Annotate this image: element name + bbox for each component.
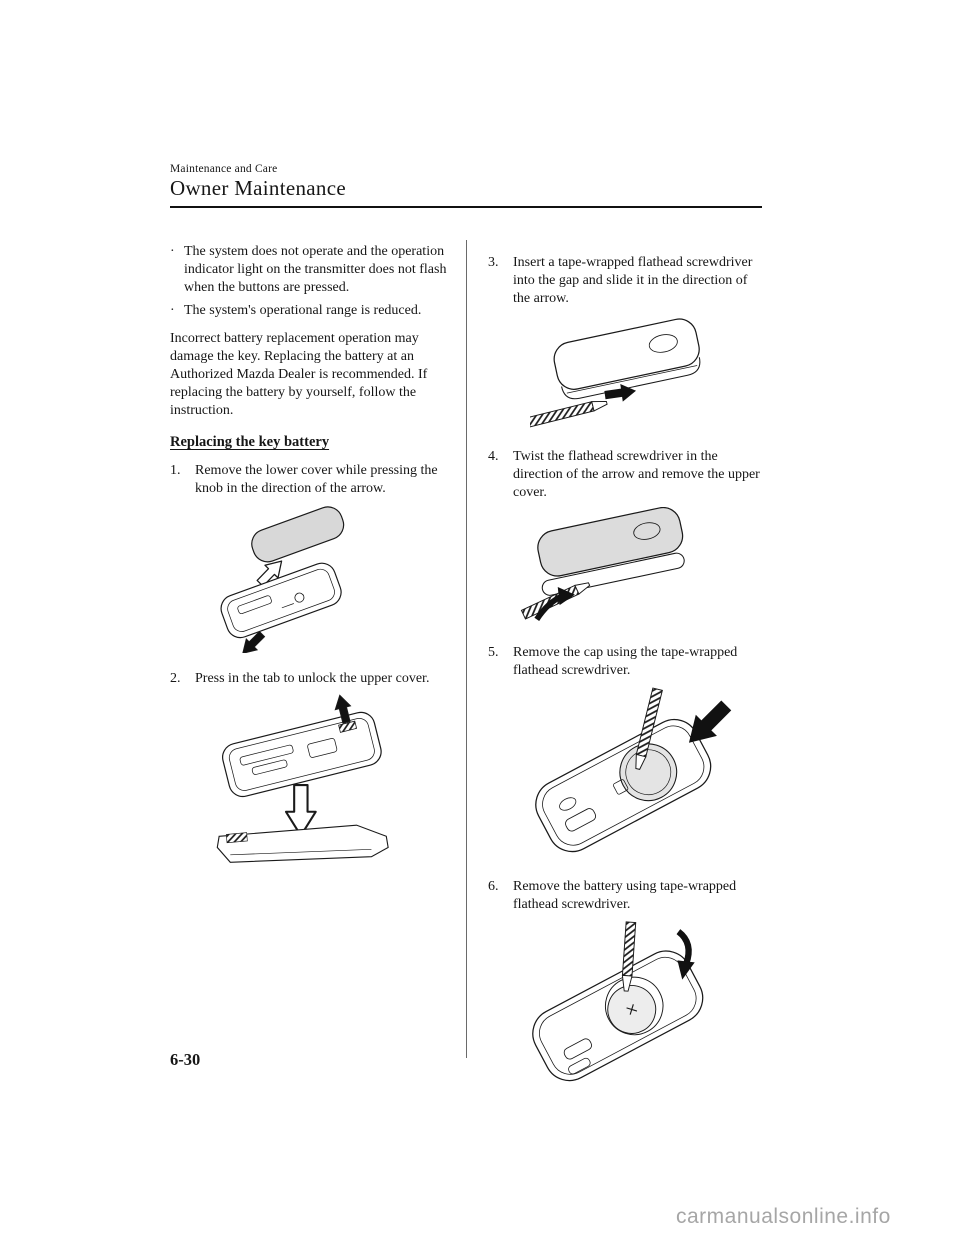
step-4-illustration — [510, 506, 766, 633]
page-number: 6-30 — [170, 1050, 201, 1069]
step-2: 2. Press in the tab to unlock the upper … — [170, 670, 448, 688]
key-fob-interior — [222, 711, 382, 798]
tab — [338, 720, 358, 733]
upper-cover — [537, 506, 684, 577]
battery-compartment — [605, 976, 664, 1036]
slide-arrow-icon — [603, 381, 638, 404]
step-number: 3. — [488, 255, 499, 270]
page-header: Maintenance and Care Owner Maintenance — [170, 163, 762, 208]
step-number: 1. — [170, 463, 181, 478]
step-number: 2. — [170, 671, 181, 686]
step-2-illustration — [208, 692, 448, 889]
step-3: 3. Insert a tape-wrapped flathead screwd… — [488, 254, 766, 308]
step-1: 1. Remove the lower cover while pressing… — [170, 462, 448, 498]
step-number: 4. — [488, 449, 499, 464]
key-fob-body — [220, 562, 342, 639]
unlock-direction-arrow-icon — [284, 783, 317, 837]
step-text: Remove the cap using the tape-wrapped fl… — [513, 645, 738, 678]
step-number: 5. — [488, 645, 499, 660]
tape-wrapped-screwdriver — [635, 687, 663, 770]
step-6-illustration — [504, 919, 766, 1095]
column-divider — [466, 240, 467, 1058]
step-text: Press in the tab to unlock the upper cov… — [195, 671, 430, 686]
bullet-item: · The system does not operate and the op… — [170, 243, 448, 297]
screwdriver-insert-drawing — [526, 318, 701, 428]
tape-wrapped-screwdriver — [621, 921, 637, 992]
bullet-text: The system does not operate and the oper… — [184, 244, 447, 295]
step-6: 6. Remove the battery using tape-wrapped… — [488, 878, 766, 914]
lift-arrow-icon — [676, 929, 695, 980]
tape-wrapped-screwdriver — [526, 400, 608, 428]
bullet-item: · The system's operational range is redu… — [170, 302, 448, 320]
twist-arrow-icon — [534, 587, 575, 621]
section-label: Maintenance and Care — [170, 163, 278, 175]
screwdriver-twist-drawing — [520, 506, 685, 621]
step-number: 6. — [488, 879, 499, 894]
page-title: Owner Maintenance — [170, 176, 346, 200]
step-text: Remove the lower cover while pressing th… — [195, 463, 438, 496]
step-text: Remove the battery using tape-wrapped fl… — [513, 879, 737, 912]
step-3-illustration — [526, 313, 766, 437]
left-column: · The system does not operate and the op… — [170, 243, 448, 889]
key-fob-top — [553, 318, 700, 390]
step-4: 4. Twist the flathead screwdriver in the… — [488, 448, 766, 502]
battery-removal-drawing — [532, 921, 704, 1082]
key-fob-lower-cover-removal-drawing — [220, 506, 345, 660]
step-5-illustration — [502, 685, 766, 867]
cap — [619, 743, 678, 802]
bullet-marker: · — [170, 244, 175, 259]
watermark: carmanualsonline.info — [676, 1205, 891, 1228]
right-column: 3. Insert a tape-wrapped flathead screwd… — [488, 243, 766, 1095]
cap-removal-drawing — [535, 687, 737, 853]
battery-replacement-note: Incorrect battery replacement operation … — [170, 331, 428, 418]
key-fob-tab-unlock-drawing — [216, 692, 389, 863]
lower-cover — [251, 506, 345, 563]
step-text: Insert a tape-wrapped flathead screwdriv… — [513, 255, 753, 306]
step-text: Twist the flathead screwdriver in the di… — [513, 449, 760, 500]
bullet-text: The system's operational range is reduce… — [184, 303, 422, 318]
key-fob-side-view — [216, 824, 389, 863]
step-5: 5. Remove the cap using the tape-wrapped… — [488, 644, 766, 680]
step-1-illustration — [196, 503, 448, 660]
bullet-marker: · — [170, 303, 175, 318]
subsection-heading: Replacing the key battery — [170, 434, 330, 450]
